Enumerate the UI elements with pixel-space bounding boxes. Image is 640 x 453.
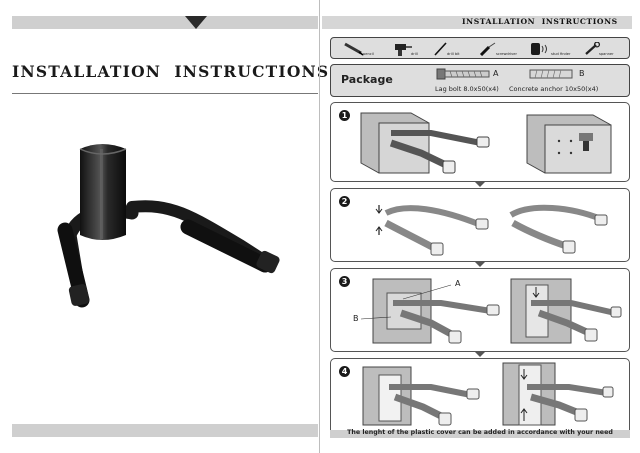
- tool-drill-bit: drill bit: [433, 41, 477, 57]
- lag-bolt-icon: [436, 68, 490, 80]
- item-a-letter: A: [493, 69, 499, 78]
- left-title-rule: [12, 93, 318, 94]
- footer-note: The lenght of the plastic cover can be a…: [347, 429, 613, 436]
- step-1-illustration: [360, 112, 612, 174]
- callout-b: B: [353, 314, 359, 323]
- step-1-number: 1: [339, 110, 350, 121]
- pencil-icon: [344, 42, 364, 56]
- footer-bar: [330, 430, 630, 438]
- package-box: Package A B Lag bolt 8.0x50(x4) Concrete…: [330, 64, 630, 97]
- step-3-number: 3: [339, 276, 350, 287]
- step-arrow-3: [475, 352, 485, 357]
- header-triangle-marker: [185, 16, 207, 29]
- drill-bit-icon: [434, 42, 447, 56]
- step-4-panel: 4: [330, 358, 630, 438]
- tools-strip: pencil drill drill bit screwdriver stud …: [330, 37, 630, 59]
- step-4-number: 4: [339, 366, 350, 377]
- step-3-illustration: [360, 278, 622, 344]
- drill-icon: [395, 44, 412, 56]
- left-page-title: INSTALLATION INSTRUCTIONS: [12, 62, 330, 81]
- step-3-panel: 3 A B: [330, 268, 630, 352]
- bracket-product-photo: [57, 144, 280, 308]
- step-2-panel: 2: [330, 188, 630, 262]
- step-arrow-1: [475, 182, 485, 187]
- screwdriver-icon: [479, 42, 496, 57]
- step-4-illustration: [362, 362, 614, 426]
- tool-pencil: pencil: [343, 41, 383, 57]
- spanner-icon: [585, 41, 601, 55]
- step-1-panel: 1: [330, 102, 630, 182]
- step-2-number: 2: [339, 196, 350, 207]
- item-b-text: Concrete anchor 10x50(x4): [509, 85, 599, 93]
- right-page-title: INSTALLATION INSTRUCTIONS: [462, 17, 618, 26]
- package-title: Package: [341, 73, 393, 86]
- left-header-bar: [12, 16, 318, 29]
- callout-a: A: [455, 279, 461, 288]
- page-fold: [319, 0, 320, 453]
- item-b-letter: B: [579, 69, 585, 78]
- step-arrow-2: [475, 262, 485, 267]
- stud-finder-icon: [531, 43, 547, 55]
- tool-screwdriver: screwdriver: [479, 41, 527, 57]
- left-footer-bar: [12, 424, 318, 437]
- step-2-illustration: [375, 204, 608, 256]
- item-a-text: Lag bolt 8.0x50(x4): [435, 85, 499, 93]
- concrete-anchor-icon: [529, 69, 573, 79]
- tool-drill: drill: [393, 41, 429, 57]
- tool-stud-finder: stud finder: [529, 41, 579, 57]
- tool-spanner: spanner: [583, 41, 627, 57]
- right-header-bar: [322, 16, 632, 29]
